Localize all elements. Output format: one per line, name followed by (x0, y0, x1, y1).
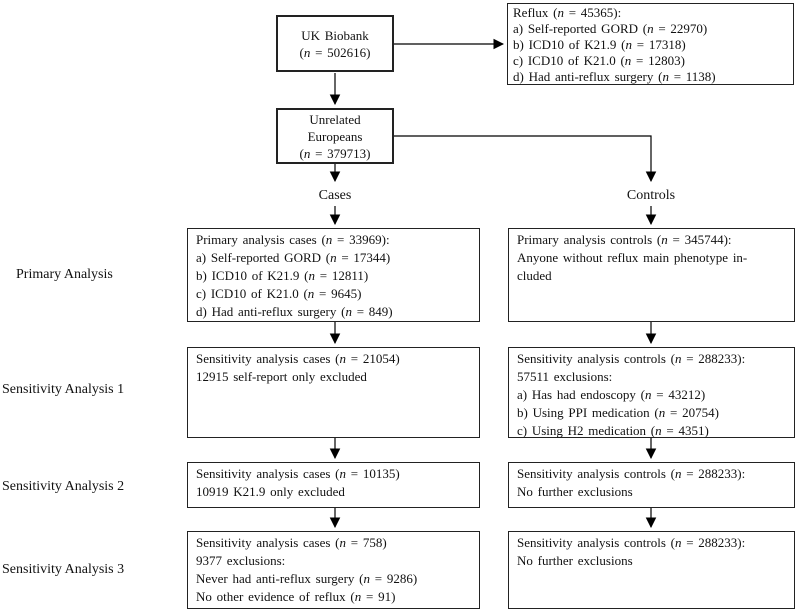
box-line: Sensitivity analysis cases (n = 758) (196, 535, 387, 550)
box-line: Primary analysis cases (n = 33969): (196, 232, 390, 247)
row-label-sensitivity-analysis-1: Sensitivity Analysis 1 (2, 382, 125, 397)
box-line: Sensitivity analysis cases (n = 21054) (196, 351, 400, 366)
box-line: Sensitivity analysis controls (n = 28823… (517, 466, 746, 481)
box-line: b) ICD10 of K21.9 (n = 12811) (196, 268, 369, 283)
sensitivity-1-cases-box: Sensitivity analysis cases (n = 21054) 1… (187, 347, 480, 438)
box-line: c) ICD10 of K21.0 (n = 9645) (196, 286, 362, 301)
box-line: Never had anti-reflux surgery (n = 9286) (196, 571, 418, 586)
box-line: (n = 502616) (299, 44, 371, 60)
box-line: d) Had anti-reflux surgery (n = 1138) (513, 69, 716, 84)
box-line: Primary analysis controls (n = 345744): (517, 232, 732, 247)
sensitivity-3-controls-box: Sensitivity analysis controls (n = 28823… (508, 531, 795, 609)
controls-branch-label: Controls (626, 188, 676, 203)
reflux-definition-box: Reflux (n = 45365): a) Self-reported GOR… (507, 3, 794, 85)
sensitivity-2-cases-box: Sensitivity analysis cases (n = 10135) 1… (187, 462, 480, 508)
sensitivity-2-controls-box: Sensitivity analysis controls (n = 28823… (508, 462, 795, 508)
sensitivity-3-cases-box: Sensitivity analysis cases (n = 758) 937… (187, 531, 480, 609)
cases-branch-label: Cases (318, 188, 352, 203)
unrelated-europeans-box: Unrelated Europeans (n = 379713) (276, 108, 394, 164)
box-line: No further exclusions (517, 484, 633, 499)
box-line: No other evidence of reflux (n = 91) (196, 589, 396, 604)
box-line: c) ICD10 of K21.0 (n = 12803) (513, 53, 685, 68)
primary-analysis-controls-box: Primary analysis controls (n = 345744): … (508, 228, 795, 322)
box-line: 57511 exclusions: (517, 369, 613, 384)
uk-biobank-box: UK Biobank (n = 502616) (276, 15, 394, 72)
box-line: 12915 self-report only excluded (196, 369, 367, 384)
box-line: b) ICD10 of K21.9 (n = 17318) (513, 37, 686, 52)
box-line: UK Biobank (301, 27, 369, 43)
box-line: a) Self-reported GORD (n = 17344) (196, 250, 391, 265)
box-line: Sensitivity analysis cases (n = 10135) (196, 466, 400, 481)
box-line: Anyone without reflux main phenotype in- (517, 250, 748, 265)
box-line: c) Using H2 medication (n = 4351) (517, 423, 709, 438)
row-label-sensitivity-analysis-3: Sensitivity Analysis 3 (2, 562, 125, 577)
box-line: b) Using PPI medication (n = 20754) (517, 405, 719, 420)
box-line: d) Had anti-reflux surgery (n = 849) (196, 304, 393, 319)
box-line: Unrelated (309, 111, 361, 127)
box-line: Sensitivity analysis controls (n = 28823… (517, 535, 746, 550)
sensitivity-1-controls-box: Sensitivity analysis controls (n = 28823… (508, 347, 795, 438)
box-line: cluded (517, 268, 552, 283)
box-line: 9377 exclusions: (196, 553, 286, 568)
box-line: (n = 379713) (299, 145, 371, 161)
box-line: a) Has had endoscopy (n = 43212) (517, 387, 706, 402)
box-line: a) Self-reported GORD (n = 22970) (513, 21, 708, 36)
row-label-primary-analysis: Primary Analysis (16, 267, 113, 282)
primary-analysis-cases-box: Primary analysis cases (n = 33969): a) S… (187, 228, 480, 322)
box-line: 10919 K21.9 only excluded (196, 484, 345, 499)
box-line: Reflux (n = 45365): (513, 5, 622, 20)
box-line: No further exclusions (517, 553, 633, 568)
box-line: Sensitivity analysis controls (n = 28823… (517, 351, 746, 366)
box-line: Europeans (307, 128, 363, 144)
row-label-sensitivity-analysis-2: Sensitivity Analysis 2 (2, 479, 125, 494)
